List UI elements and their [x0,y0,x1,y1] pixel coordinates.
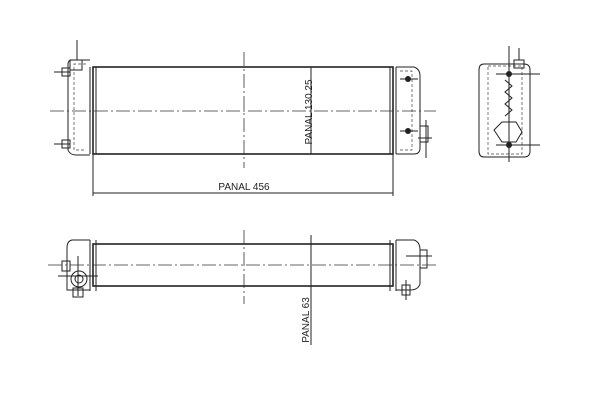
top-left-tank [66,239,90,291]
front-right-tank [396,66,421,155]
width-dimension-label: PANAL 456 [218,182,270,193]
top-view: PANAL 63 [48,230,438,345]
height-dimension-label: PANAL 130.25 [304,79,315,144]
side-view [478,46,540,162]
front-left-tank [67,59,90,156]
depth-dimension-label: PANAL 63 [301,297,312,343]
front-core [92,66,394,155]
front-view: PANAL 130.25 PANAL 456 [50,40,436,196]
